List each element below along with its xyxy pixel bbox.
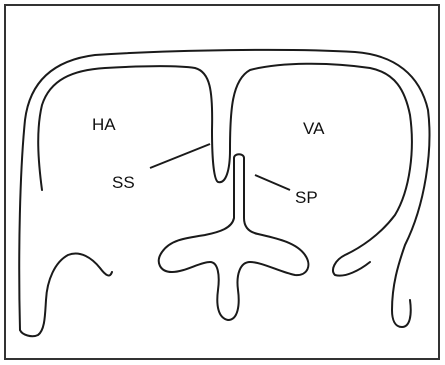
label-ss: SS xyxy=(112,173,135,192)
label-sp: SP xyxy=(295,188,318,207)
left-atrium-inner-outline xyxy=(38,64,412,276)
label-ha: HA xyxy=(92,115,116,134)
label-va: VA xyxy=(303,119,325,138)
left-lower-wall-outline xyxy=(20,253,112,336)
sp-pointer-line xyxy=(255,175,290,190)
ss-pointer-line xyxy=(150,144,210,168)
septum-primum-outline xyxy=(159,154,309,320)
outer-wall-outline xyxy=(19,50,429,330)
